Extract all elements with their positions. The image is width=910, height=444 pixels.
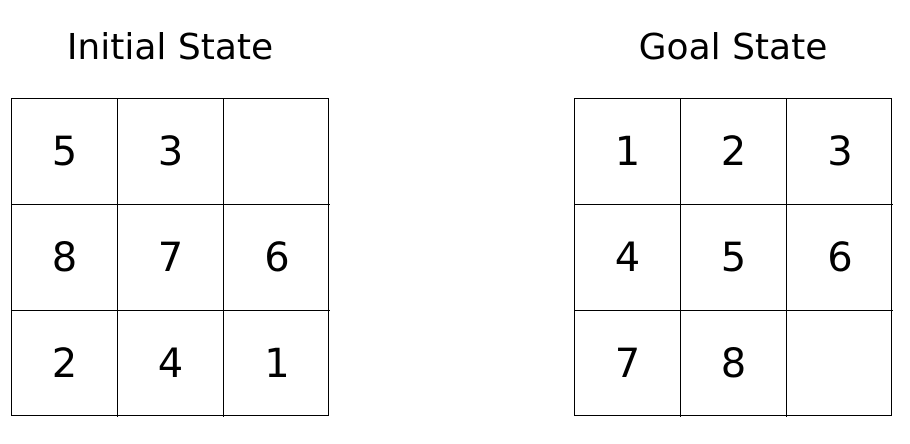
initial-tile-r2c3: 6 <box>224 205 330 311</box>
initial-tile-r3c2: 4 <box>118 311 224 417</box>
goal-tile-r1c2: 2 <box>681 99 787 205</box>
goal-tile-r1c3: 3 <box>787 99 893 205</box>
initial-tile-r3c3: 1 <box>264 341 290 387</box>
initial-tile-r1c2: 3 <box>118 99 224 205</box>
goal-tile-r3c2: 8 <box>681 311 787 417</box>
initial-tile-r1c1: 5 <box>12 99 118 205</box>
initial-state-grid: 5 3 8 7 6 2 4 1 <box>11 98 330 417</box>
goal-tile-r2c2: 5 <box>681 205 787 311</box>
goal-state-grid: 1 2 3 4 5 6 7 8 <box>574 98 893 417</box>
initial-tile-r3c1: 2 <box>12 311 118 417</box>
goal-tile-r2c1: 4 <box>575 205 681 311</box>
initial-tile-r2c1: 8 <box>12 205 118 311</box>
initial-state-title: Initial State <box>66 27 274 68</box>
initial-tile-r2c2: 7 <box>118 205 224 311</box>
goal-tile-r3c1: 7 <box>575 311 681 417</box>
goal-state-title: Goal State <box>638 27 828 68</box>
goal-tile-r3c3 <box>787 311 893 417</box>
initial-tile-r1c3 <box>224 99 330 205</box>
goal-tile-r2c3: 6 <box>787 205 893 311</box>
goal-tile-r1c1: 1 <box>575 99 681 205</box>
